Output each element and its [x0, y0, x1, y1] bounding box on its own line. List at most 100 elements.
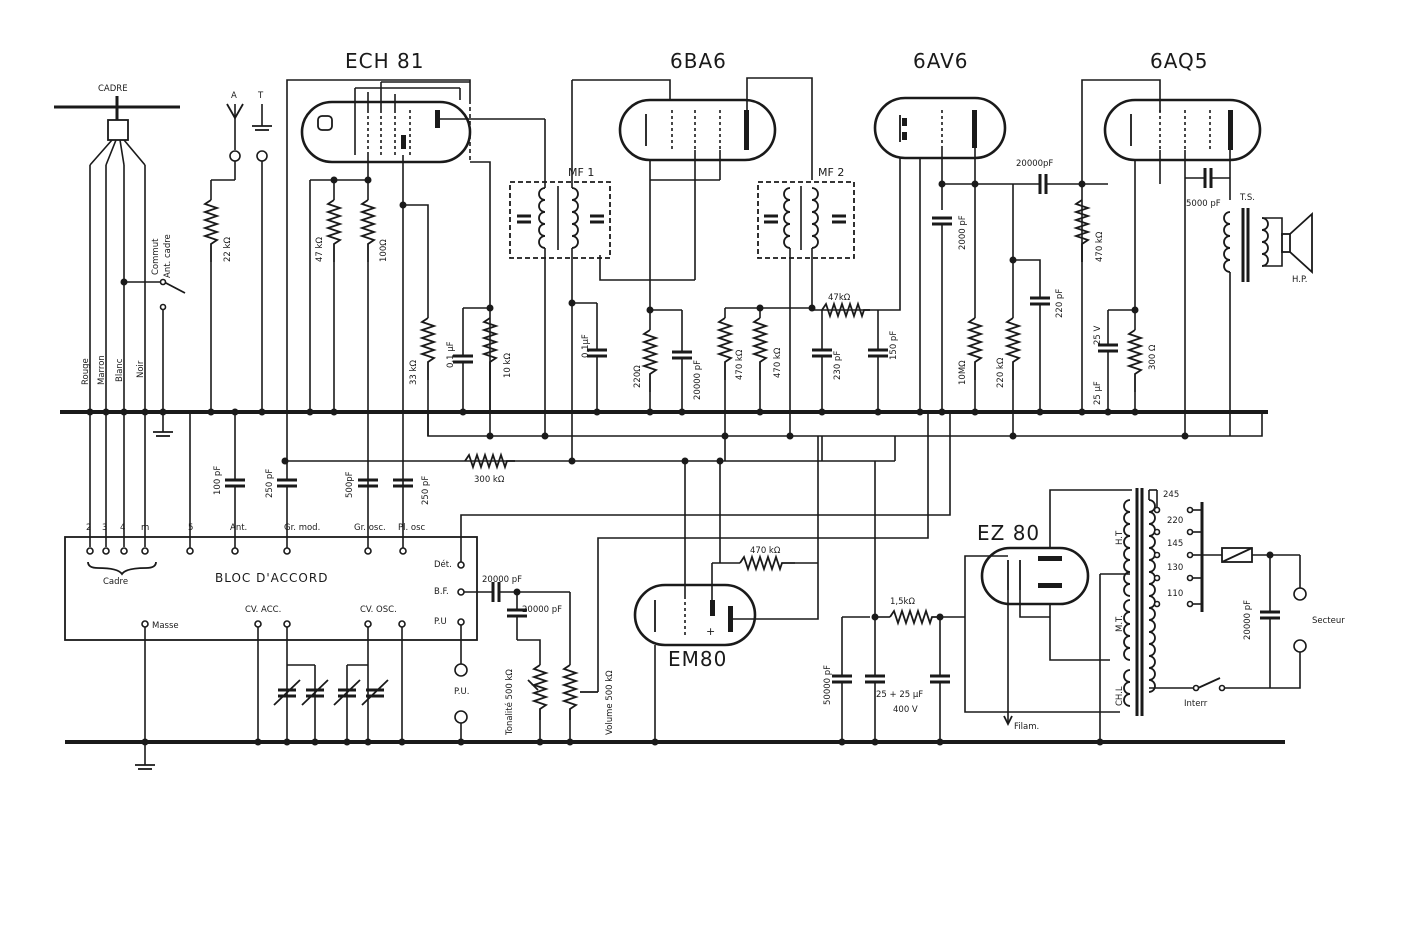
pin-m-label: m — [141, 523, 149, 533]
cap-500-label: 500pF — [345, 471, 355, 498]
tube-6aq5-label: 6AQ5 — [1150, 49, 1209, 73]
resistor-10m — [966, 317, 984, 380]
resistor-47k-b-label: 47kΩ — [828, 293, 851, 303]
cap-2000-label: 2000 pF — [958, 215, 968, 250]
tube-6av6-label: 6AV6 — [913, 49, 969, 73]
pin-pl-osc-label: Pl. osc — [398, 523, 426, 533]
cap-01-b-label: 0,1μF — [581, 334, 591, 358]
wire-noir: Noir — [136, 360, 146, 378]
cap-2525-label: 25 + 25 μF — [876, 690, 923, 700]
resistor-47k-b — [821, 301, 870, 319]
resistor-100-label: 100Ω — [379, 239, 389, 262]
secteur-label: Secteur — [1312, 616, 1345, 626]
resistor-1k5 — [889, 608, 938, 626]
cap-20000-a-label: 20000 pF — [693, 360, 703, 400]
pot-volume[interactable] — [561, 664, 579, 720]
resistor-300 — [1126, 329, 1144, 392]
resistor-470k — [716, 317, 734, 380]
tube-ech81: ECH 81 — [300, 49, 472, 164]
resistor-100 — [359, 199, 377, 262]
tap-220-label: 220 — [1167, 516, 1183, 526]
cap-230-label: 230 pF — [833, 351, 843, 380]
resistor-22k-label: 22 kΩ — [223, 237, 233, 262]
resistor-220-label: 220Ω — [633, 365, 643, 388]
cv-osc-label: CV. OSC. — [360, 605, 397, 615]
tube-ech81-label: ECH 81 — [345, 49, 424, 73]
resistor-220k — [1004, 317, 1022, 380]
filam-label: Filam. — [1014, 722, 1039, 732]
cap-25v-label: 25 V — [1093, 325, 1103, 345]
pu-jack-1[interactable] — [454, 663, 468, 677]
hp-label: H.P. — [1292, 275, 1307, 285]
cap-25uf-label: 25 μF — [1093, 381, 1103, 405]
cadre-pins-label: Cadre — [103, 577, 128, 587]
bf-label: B.F. — [434, 587, 449, 597]
speaker-icon — [1281, 233, 1291, 253]
resistor-47k-a-label: 47 kΩ — [315, 237, 325, 262]
antenna-t-label: T — [257, 91, 264, 101]
resistor-33k-label: 33 kΩ — [409, 360, 419, 385]
cap-5000-label: 5000 pF — [1186, 199, 1221, 209]
wire-blanc: Blanc — [115, 358, 125, 382]
variable-capacitors — [273, 664, 389, 742]
resistor-220 — [641, 329, 659, 392]
mains-socket-1[interactable] — [1293, 587, 1307, 601]
pin-2-label: 2 — [86, 523, 91, 533]
resistor-10k — [481, 317, 499, 380]
mains-socket-2[interactable] — [1293, 639, 1307, 653]
wire-rouge: Rouge — [81, 358, 91, 385]
tube-6av6: 6AV6 — [873, 49, 1007, 160]
cap-20000-b-label: 20000pF — [1016, 159, 1053, 169]
svg-text:+: + — [706, 625, 715, 638]
cap-01-a-label: 0,1 μF — [446, 341, 456, 368]
junctions-bottom — [141, 457, 1274, 746]
pin-gr-osc-label: Gr. osc. — [354, 523, 386, 533]
resistor-33k — [419, 317, 437, 380]
cap-20000-c-label: 20000 pF — [482, 575, 522, 585]
frame-antenna: CADRE Rouge Marron Blanc Noir Commut Ant… — [54, 84, 186, 547]
pin-gr-mod-label: Gr. mod. — [284, 523, 320, 533]
pu-jack-label: P.U. — [454, 687, 469, 697]
tube-6ba6-label: 6BA6 — [670, 49, 727, 73]
resistor-470k-em-label: 470 kΩ — [750, 546, 781, 556]
masse-label: Masse — [152, 621, 179, 631]
antenna-jack[interactable] — [229, 150, 241, 162]
resistor-470k-em — [739, 554, 795, 572]
voltage-selector[interactable]: 245 220 145 130 110 — [1153, 490, 1204, 612]
resistor-47k-a — [325, 199, 343, 262]
cap-150-label: 150 pF — [889, 331, 899, 360]
cv-acc-label: CV. ACC. — [245, 605, 281, 615]
resistor-220k-label: 220 kΩ — [996, 357, 1006, 388]
resistor-10k-label: 10 kΩ — [503, 353, 513, 378]
pot-tone-label: Tonalité 500 kΩ — [504, 669, 515, 736]
pin-3-label: 3 — [102, 523, 107, 533]
resistor-470k-b — [1073, 199, 1091, 262]
cap-20000-d-label: 20000 pF — [522, 605, 562, 615]
power-switch[interactable] — [1197, 677, 1221, 689]
pu-jack-2[interactable] — [454, 710, 468, 724]
pin-ant-label: Ant. — [230, 523, 247, 533]
commut-label: Commut — [151, 238, 161, 275]
resistor-10m-label: 10MΩ — [958, 360, 968, 385]
pin-4-label: 4 — [120, 523, 125, 533]
tuning-block-title: BLOC D'ACCORD — [215, 571, 328, 585]
det-label: Dét. — [434, 559, 452, 570]
pot-tone[interactable] — [531, 664, 549, 720]
ant-cadre-label: Ant. cadre — [163, 234, 173, 278]
tuning-block: BLOC D'ACCORD 2 3 4 m 5 Ant. Gr. mod. Gr… — [64, 523, 478, 641]
tube-em80: + EM80 — [633, 583, 757, 671]
cap-100-label: 100 pF — [213, 466, 223, 495]
pot-volume-label: Volume 500 kΩ — [605, 670, 615, 735]
frame-label: CADRE — [98, 84, 128, 94]
cap-250-a-label: 250 pF — [265, 469, 275, 498]
cap-50000-label: 50000 pF — [823, 665, 833, 705]
power-transformer: H.T M.T. CH.L — [1115, 488, 1156, 716]
ts-label: T.S. — [1239, 193, 1255, 203]
earth-jack[interactable] — [256, 150, 268, 162]
mf1-label: MF 1 — [568, 166, 594, 179]
resistor-470-label: 470 kΩ — [773, 347, 783, 378]
interr-label: Interr — [1184, 699, 1208, 709]
tap-145-label: 145 — [1167, 539, 1183, 549]
resistor-1k5-label: 1,5kΩ — [890, 597, 915, 607]
mt-label: M.T. — [1115, 615, 1125, 632]
